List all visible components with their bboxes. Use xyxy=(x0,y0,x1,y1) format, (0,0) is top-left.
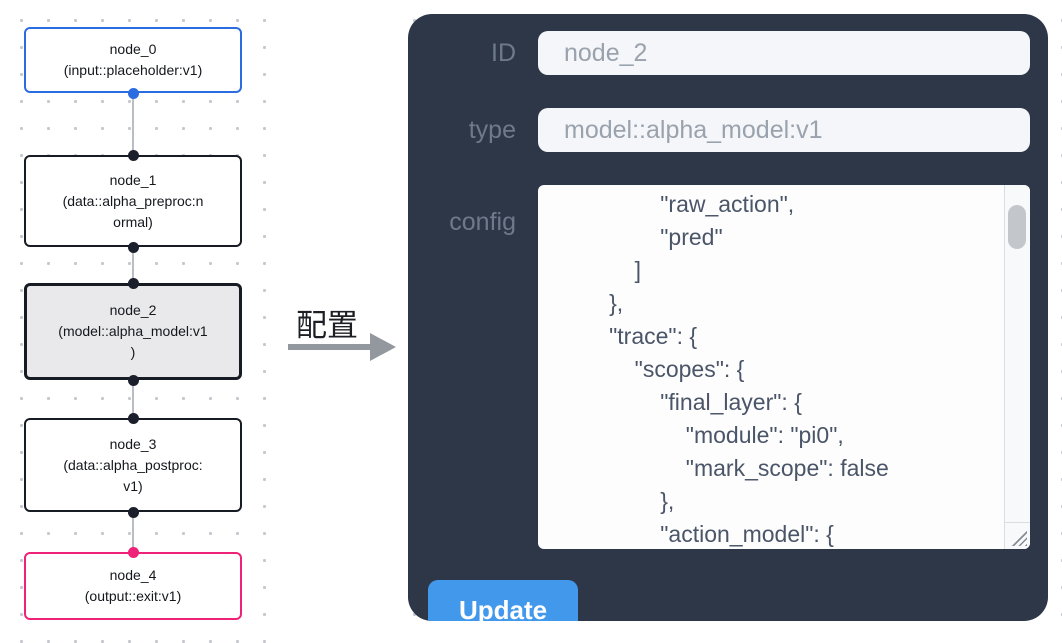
config-annotation-label: 配置 xyxy=(296,308,358,343)
node-title: node_3 xyxy=(109,435,157,452)
arrow-head-icon xyxy=(370,333,396,361)
node-4-input-handle[interactable] xyxy=(128,547,139,558)
config-scrollbar-track[interactable] xyxy=(1004,185,1030,549)
node-0-output-handle[interactable] xyxy=(128,88,139,99)
id-input[interactable]: node_2 xyxy=(538,31,1030,75)
node-title: node_2 xyxy=(109,302,157,318)
config-textarea[interactable]: "raw_action", "pred" ] }, "trace": { "sc… xyxy=(538,185,1030,549)
node-1-input-handle[interactable] xyxy=(128,150,139,161)
id-field-label: ID xyxy=(491,39,516,67)
node-3-input-handle[interactable] xyxy=(128,413,139,424)
type-field-label: type xyxy=(468,116,516,144)
node-subtitle: (output::exit:v1) xyxy=(84,588,182,604)
node-2-input-handle[interactable] xyxy=(128,278,139,289)
node-title: node_0 xyxy=(109,41,157,57)
arrow-icon xyxy=(288,344,372,350)
node-title: node_4 xyxy=(109,567,157,583)
config-json-text: "raw_action", "pred" ] }, "trace": { "sc… xyxy=(609,191,889,547)
node-title: node_1 xyxy=(109,171,157,188)
pipeline-canvas: node_0 (input::placeholder:v1) node_1 (d… xyxy=(0,0,272,643)
node-4[interactable]: node_4 (output::exit:v1) xyxy=(24,552,242,620)
node-subtitle: (model::alpha_model:v1 ) xyxy=(58,323,208,360)
config-scrollbar-thumb[interactable] xyxy=(1008,205,1026,249)
node-2-output-handle[interactable] xyxy=(128,375,139,386)
node-3[interactable]: node_3 (data::alpha_postproc: v1) xyxy=(24,418,242,512)
node-3-output-handle[interactable] xyxy=(128,507,139,518)
type-input[interactable]: model::alpha_model:v1 xyxy=(538,108,1030,152)
node-2-selected[interactable]: node_2 (model::alpha_model:v1 ) xyxy=(24,283,242,380)
node-subtitle: (data::alpha_postproc: v1) xyxy=(63,456,203,494)
scrollbar-divider xyxy=(1004,522,1030,523)
node-1[interactable]: node_1 (data::alpha_preproc:n ormal) xyxy=(24,155,242,247)
node-subtitle: (input::placeholder:v1) xyxy=(63,62,203,78)
update-button[interactable]: Update xyxy=(428,580,578,621)
node-1-output-handle[interactable] xyxy=(128,242,139,253)
node-0[interactable]: node_0 (input::placeholder:v1) xyxy=(24,27,242,93)
node-subtitle: (data::alpha_preproc:n ormal) xyxy=(62,192,204,230)
config-field-label: config xyxy=(449,208,516,236)
node-config-panel: ID node_2 type model::alpha_model:v1 con… xyxy=(408,14,1048,621)
